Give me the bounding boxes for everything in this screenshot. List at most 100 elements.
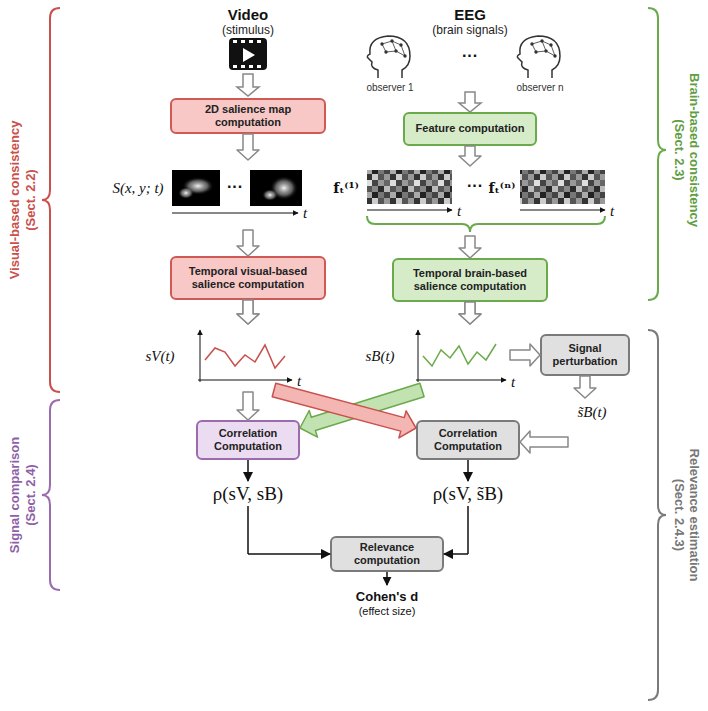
signal-curve [423, 344, 496, 366]
observer-label: observer n [516, 82, 563, 93]
film-hole [257, 40, 261, 43]
electrode-wire [382, 41, 405, 56]
signal-name: S(x, y; t) [112, 180, 163, 197]
signal-name: s̃B(t) [577, 404, 606, 421]
film-hole [241, 65, 245, 68]
connector-line [247, 460, 249, 481]
process-box: Correlation Computation [196, 420, 300, 460]
signal-name: sB(t) [365, 348, 394, 365]
process-box: Temporal visual-based salience computati… [170, 256, 326, 300]
box-text: Temporal brain-based salience computatio… [399, 267, 541, 293]
observer-label: observer 1 [366, 82, 413, 93]
connector [459, 302, 540, 366]
film-hole [257, 65, 261, 68]
section-bracket [648, 330, 666, 700]
head-outline [367, 36, 410, 78]
plot-axis [416, 380, 506, 381]
input-subtitle: (brain signals) [432, 23, 507, 37]
hollow-arrow [459, 92, 481, 112]
section-label: Brain-based consistency [687, 73, 702, 227]
section-bracket [648, 8, 666, 300]
salience-blob [262, 189, 278, 201]
section-bracket [42, 400, 60, 590]
head-icon [367, 36, 410, 78]
process-box: Signal perturbation [540, 334, 630, 376]
connector [444, 460, 468, 554]
salience-frame [250, 170, 302, 206]
axis-label: t [457, 203, 461, 220]
result-note: (effect size) [359, 605, 416, 617]
axis-label: t [511, 374, 515, 391]
block-arrow [237, 392, 259, 420]
section-label: (Sect. 2.4) [23, 464, 38, 525]
block-arrow [237, 230, 259, 256]
film-hole [249, 65, 253, 68]
input-title: EEG [454, 6, 486, 23]
ellipsis: ··· [462, 47, 478, 65]
block-arrow [237, 300, 259, 324]
process-box: Relevance computation [330, 536, 444, 572]
block-arrow [574, 376, 596, 398]
connector-line [467, 506, 469, 554]
signal-name: sV(t) [145, 348, 174, 365]
box-text: Correlation Computation [423, 427, 513, 453]
plot-axis [198, 380, 292, 381]
input-subtitle: (stimulus) [222, 23, 274, 37]
film-hole [233, 65, 237, 68]
film-hole [249, 40, 253, 43]
box-text: Temporal visual-based salience computati… [177, 265, 319, 291]
connector-line [467, 460, 469, 481]
block-arrow [520, 431, 568, 453]
ellipsis: ··· [467, 177, 483, 195]
time-axis [367, 210, 452, 211]
correlation-value: ρ(sV, sB) [213, 483, 283, 505]
process-box: Temporal brain-based salience computatio… [392, 258, 548, 302]
connector [300, 302, 481, 437]
connector-line [248, 553, 330, 555]
plot-axis [418, 330, 419, 382]
result-arrow [386, 572, 388, 585]
box-text: Correlation Computation [203, 427, 293, 453]
ellipsis: ··· [227, 178, 243, 196]
process-box: Correlation Computation [416, 420, 520, 460]
film-hole [233, 40, 237, 43]
plot-axis [200, 330, 201, 382]
block-arrow [459, 146, 481, 166]
section-bracket [42, 8, 60, 392]
axis-label: t [303, 205, 307, 222]
section-label: Visual-based consistency [7, 121, 22, 280]
box-text: Signal perturbation [547, 342, 623, 368]
section-label: (Sect. 2.3) [672, 119, 687, 180]
signal-name: fₜ⁽¹⁾ [333, 180, 359, 196]
correlation-value: ρ(sV, s̃B) [433, 483, 503, 505]
axis-label: t [610, 203, 614, 220]
section-label: (Sect. 2.4.3) [672, 479, 687, 551]
signal-name: fₜ⁽ⁿ⁾ [489, 180, 516, 196]
video-icon [229, 38, 267, 70]
box-text: 2D salience map computation [177, 103, 319, 129]
head-icon [517, 36, 560, 78]
connector [459, 146, 481, 258]
feature-frame [367, 170, 452, 204]
axis-label: t [297, 373, 301, 390]
signal-curve [205, 345, 285, 368]
box-text: Feature computation [416, 122, 525, 135]
connector-line [247, 506, 249, 554]
result-label: Cohen's d [356, 589, 418, 604]
process-box: 2D salience map computation [170, 98, 326, 134]
play-symbol [243, 48, 255, 62]
section-label: Signal comparison [7, 437, 22, 553]
film-hole [241, 40, 245, 43]
process-box: Feature computation [403, 112, 537, 146]
block-arrow [510, 344, 540, 366]
connector [248, 460, 330, 554]
salience-blob [178, 187, 194, 199]
curly-brace [367, 216, 605, 232]
connector [237, 300, 259, 420]
block-arrow [459, 302, 481, 324]
input-title: Video [228, 6, 269, 23]
time-axis [172, 213, 298, 214]
block-arrow [237, 300, 259, 324]
time-axis [520, 210, 605, 211]
